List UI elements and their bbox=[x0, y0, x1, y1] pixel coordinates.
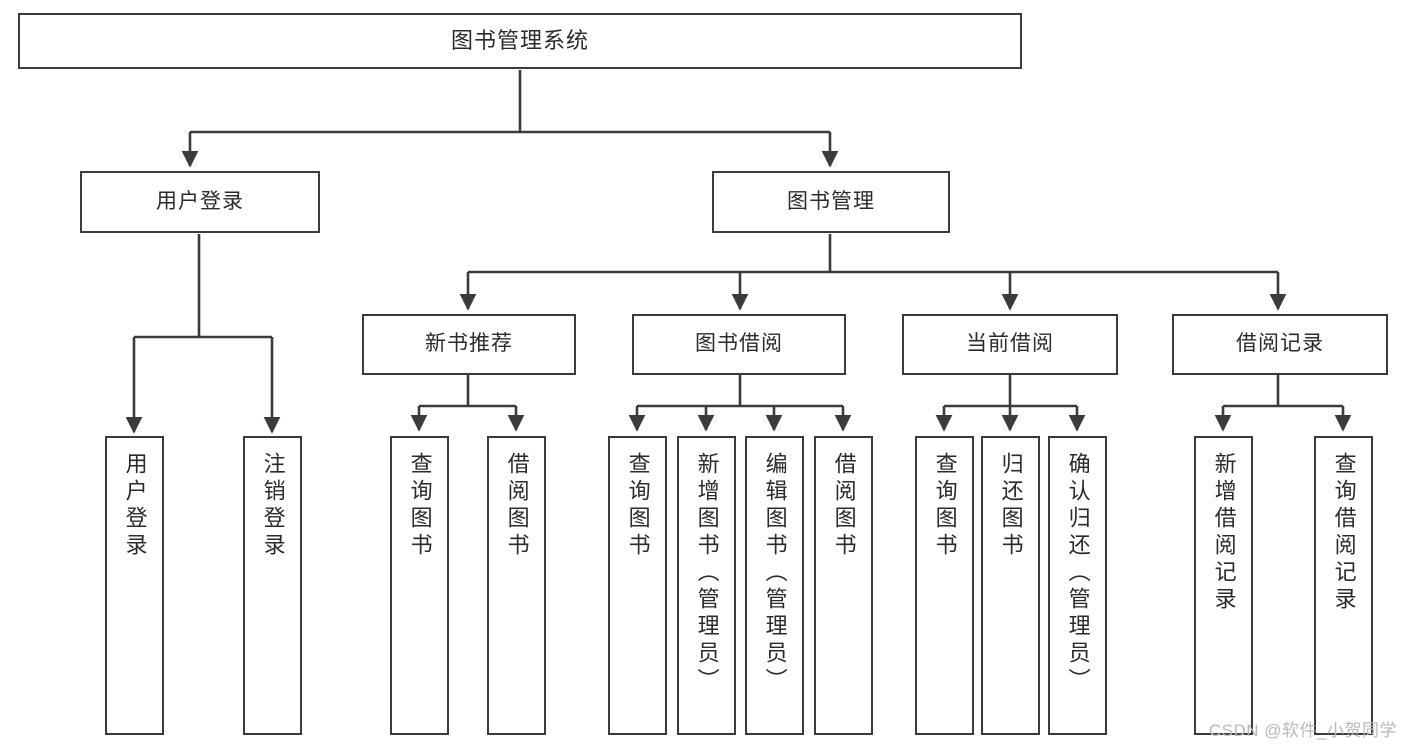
node-leaf-edit-book[interactable]: 编辑图书（管理员） bbox=[745, 436, 804, 735]
node-label: 图书借阅 bbox=[695, 332, 783, 356]
node-label: 新书推荐 bbox=[425, 332, 513, 356]
node-label: 图书管理系统 bbox=[450, 28, 589, 54]
node-leaf-return-book[interactable]: 归还图书 bbox=[981, 436, 1040, 735]
node-label: 图书管理 bbox=[787, 189, 875, 213]
node-label: 借阅图书 bbox=[831, 452, 857, 560]
node-leaf-confirm-return[interactable]: 确认归还（管理员） bbox=[1048, 436, 1107, 735]
node-borrow-record[interactable]: 借阅记录 bbox=[1172, 314, 1388, 375]
node-leaf-query-record[interactable]: 查询借阅记录 bbox=[1314, 436, 1373, 735]
node-new-book-recommend[interactable]: 新书推荐 bbox=[362, 314, 576, 375]
node-label: 查询借阅记录 bbox=[1331, 452, 1357, 614]
node-book-management[interactable]: 图书管理 bbox=[712, 171, 950, 233]
node-label: 查询图书 bbox=[407, 452, 433, 560]
node-label: 确认归还（管理员） bbox=[1065, 452, 1091, 695]
node-label: 注销登录 bbox=[260, 452, 286, 560]
node-leaf-user-logout[interactable]: 注销登录 bbox=[243, 436, 302, 735]
node-leaf-borrow-book-1[interactable]: 借阅图书 bbox=[487, 436, 546, 735]
node-book-borrow[interactable]: 图书借阅 bbox=[632, 314, 846, 375]
node-label: 用户登录 bbox=[156, 189, 244, 213]
node-leaf-query-book-2[interactable]: 查询图书 bbox=[608, 436, 667, 735]
csdn-watermark: CSDN @软件_小贺同学 bbox=[1208, 721, 1397, 740]
node-label: 归还图书 bbox=[998, 452, 1024, 560]
node-label: 编辑图书（管理员） bbox=[762, 452, 788, 695]
node-user-login[interactable]: 用户登录 bbox=[80, 171, 320, 233]
node-label: 当前借阅 bbox=[966, 332, 1054, 356]
node-label: 借阅图书 bbox=[504, 452, 530, 560]
node-label: 用户登录 bbox=[122, 452, 148, 560]
node-leaf-user-login[interactable]: 用户登录 bbox=[105, 436, 164, 735]
node-label: 新增借阅记录 bbox=[1211, 452, 1237, 614]
node-label: 查询图书 bbox=[625, 452, 651, 560]
node-leaf-borrow-book-2[interactable]: 借阅图书 bbox=[814, 436, 873, 735]
node-leaf-add-book[interactable]: 新增图书（管理员） bbox=[677, 436, 736, 735]
node-label: 新增图书（管理员） bbox=[694, 452, 720, 695]
node-leaf-add-record[interactable]: 新增借阅记录 bbox=[1194, 436, 1253, 735]
node-leaf-query-book-3[interactable]: 查询图书 bbox=[915, 436, 974, 735]
node-label: 查询图书 bbox=[932, 452, 958, 560]
node-leaf-query-book-1[interactable]: 查询图书 bbox=[390, 436, 449, 735]
node-current-borrow[interactable]: 当前借阅 bbox=[902, 314, 1118, 375]
node-root-book-management-system[interactable]: 图书管理系统 bbox=[18, 13, 1022, 69]
node-label: 借阅记录 bbox=[1236, 332, 1324, 356]
